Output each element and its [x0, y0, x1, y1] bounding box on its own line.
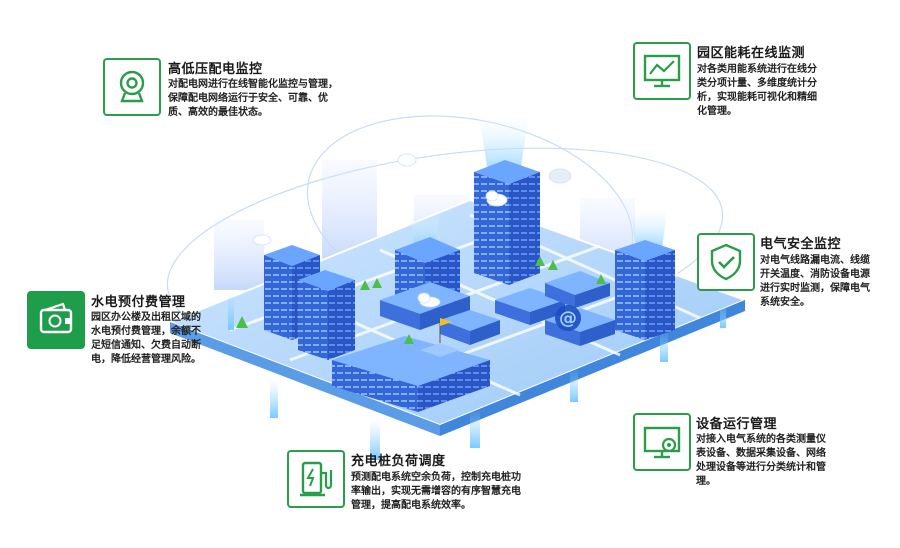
tower-center	[474, 160, 540, 285]
at-symbol-icon: @	[555, 305, 581, 331]
wallet-icon	[27, 291, 85, 349]
svg-text:@: @	[559, 308, 577, 329]
computer-gear-icon	[633, 413, 691, 471]
light-pillars	[228, 292, 726, 460]
feature-title: 水电预付费管理	[91, 295, 186, 310]
feature-title: 高低压配电监控	[168, 62, 263, 77]
tower-right	[615, 240, 675, 340]
flag-icon	[440, 318, 452, 326]
feature-description: 对配电网进行在线智能化监控与管理，保障配电网络运行于安全、可靠、优质、高效的最佳…	[168, 79, 338, 118]
light-beams	[410, 110, 668, 248]
camera-monitor-icon	[103, 58, 161, 116]
charging-pile-icon	[287, 450, 345, 508]
monitor-chart-icon	[633, 42, 691, 100]
feature-description: 园区办公楼及出租区域的水电预付费管理，余额不足短信通知、欠费自动断电，降低经营管…	[91, 312, 201, 365]
tree-icons	[236, 256, 606, 344]
feature-title: 设备运行管理	[696, 417, 778, 432]
feature-description: 对接入电气系统的各类测量仪表设备、数据采集设备、网络处理设备等进行分类统计和管理…	[696, 434, 826, 487]
building-front	[332, 318, 490, 412]
tower-left	[264, 245, 355, 360]
feature-description: 预测配电系统空余负荷，控制充电桩功率输出，实现无需增容的有序智慧充电管理，提高配…	[351, 472, 521, 511]
feature-title: 充电桩负荷调度	[351, 454, 446, 469]
feature-title: 园区能耗在线监测	[697, 46, 806, 61]
feature-description: 对各类用能系统进行在线分类分项计量、多维度统计分析，实现能耗可视化和精细化管理。	[697, 64, 817, 117]
shield-check-icon	[697, 233, 755, 291]
feature-title: 电气安全监控	[760, 237, 842, 252]
feature-description: 对电气线路漏电流、线缆开关温度、消防设备电源进行实时监测，保障电气系统安全。	[760, 255, 870, 308]
cloud-icons	[252, 153, 572, 308]
